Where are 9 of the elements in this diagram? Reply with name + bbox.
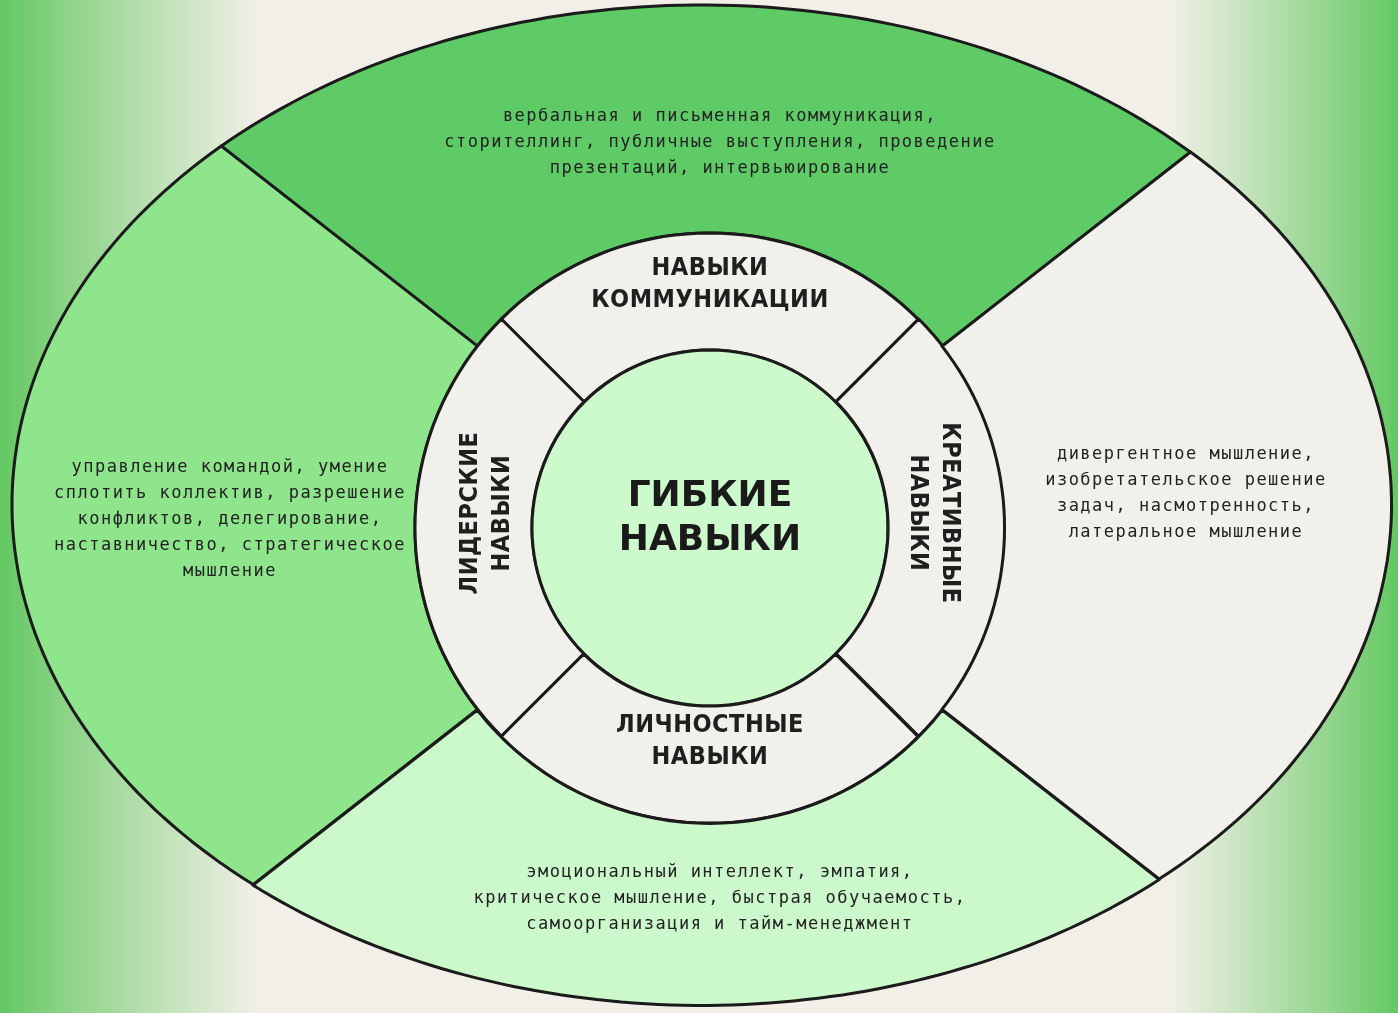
skill-list-text: эмоциональный интеллект, эмпатия, критическое мышление, быстрая обучаемость, самоорганизация и тайм-менеджмент <box>472 860 968 935</box>
skill-heading: ГИБКИЕ НАВЫКИ <box>617 472 803 560</box>
skill-heading: НАВЫКИ КОММУНИКАЦИИ <box>590 251 830 315</box>
skill-list-text: управление командой, умение сплотить коллектив, разрешение конфликтов, делегирование, наставничество, стратегическое мышление <box>52 455 407 582</box>
skill-list-text: вербальная и письменная коммуникация, сторителлинг, публичные выступления, проведение презентаций, интервьюирование <box>443 104 997 179</box>
skill-heading: ЛИЧНОСТНЫЕ НАВЫКИ <box>615 708 805 772</box>
skill-heading: КРЕАТИВНЫЕ НАВЫКИ <box>904 421 967 606</box>
skill-heading: ЛИДЕРСКИЕ НАВЫКИ <box>453 430 516 597</box>
skill-list-text: дивергентное мышление, изобретательское решение задач, насмотренность, латеральное мышление <box>1044 442 1328 543</box>
